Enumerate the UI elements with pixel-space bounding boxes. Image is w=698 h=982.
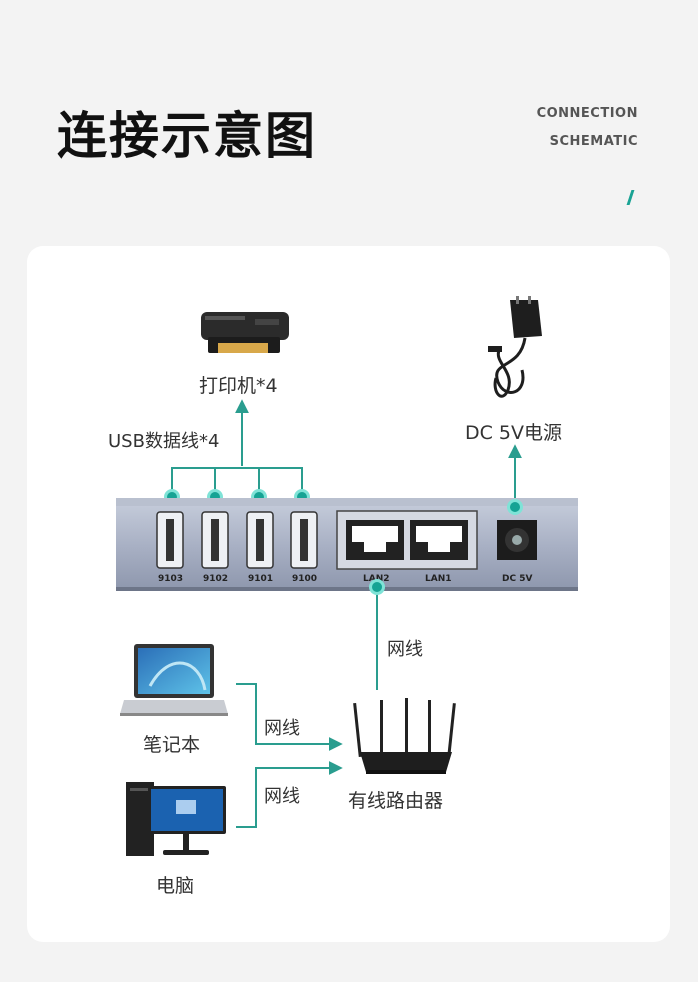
port-label-lan2: LAN2 [363, 574, 390, 584]
page-title: 连接示意图 [57, 107, 317, 165]
power-label: DC 5V电源 [465, 422, 563, 444]
pc-to-router-line [236, 761, 343, 828]
printer-icon [201, 312, 289, 353]
network-label-top: 网线 [387, 639, 423, 660]
power-adapter-icon [488, 296, 542, 398]
power-connection-dot [507, 499, 523, 515]
router-label: 有线路由器 [348, 790, 444, 812]
subtitle-line-2: SCHEMATIC [549, 134, 638, 149]
port-label-dc: DC 5V [502, 574, 532, 584]
dc-port: DC 5V [497, 520, 537, 584]
usb-ports: 9103 9102 9101 9100 [156, 511, 318, 584]
network-label-pc: 网线 [264, 786, 300, 807]
port-label-9102: 9102 [203, 574, 228, 584]
lan-ports: LAN2 LAN1 [336, 510, 478, 584]
usb-cable-label: USB数据线*4 [108, 431, 220, 452]
laptop-to-router-line [236, 683, 343, 751]
laptop-icon [120, 644, 228, 716]
laptop-label: 笔记本 [143, 734, 201, 756]
subtitle-line-1: CONNECTION [536, 106, 638, 121]
usb-port-9102 [201, 511, 229, 569]
port-label-9101: 9101 [248, 574, 273, 584]
lan-port-1 [410, 520, 468, 560]
desktop-pc-icon [126, 782, 226, 856]
page-subtitle: CONNECTION SCHEMATIC [537, 100, 638, 156]
lan-connection-dot [369, 579, 385, 595]
pc-label: 电脑 [156, 875, 195, 897]
network-label-laptop: 网线 [264, 718, 300, 739]
port-label-9103: 9103 [158, 574, 183, 584]
printer-label: 打印机*4 [199, 375, 278, 397]
usb-port-9103 [156, 511, 184, 569]
usb-port-9101 [246, 511, 274, 569]
port-label-lan1: LAN1 [425, 574, 452, 584]
port-label-9100: 9100 [292, 574, 317, 584]
router-icon [353, 698, 456, 774]
lan-port-2 [346, 520, 404, 560]
usb-port-9100 [290, 511, 318, 569]
